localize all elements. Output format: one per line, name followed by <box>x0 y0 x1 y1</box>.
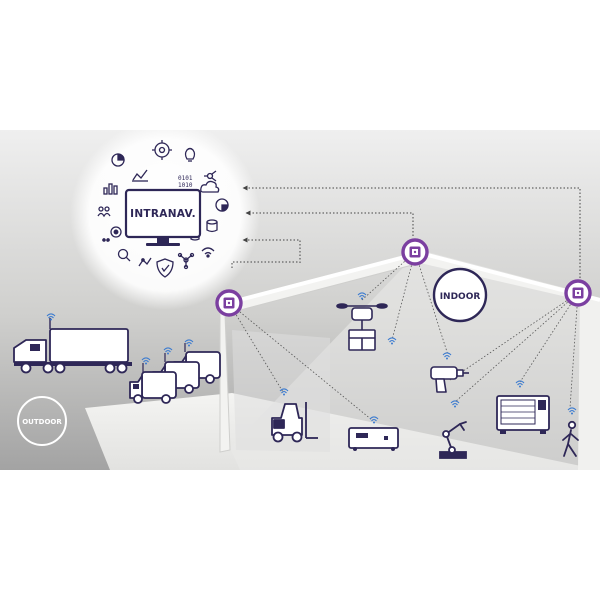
pie-chart-icon <box>111 153 125 167</box>
people-icon <box>97 206 111 218</box>
chart-icon <box>132 169 148 182</box>
outdoor-badge: OUTDOOR <box>17 396 67 446</box>
person-walking-icon <box>562 420 579 457</box>
settings-icon <box>110 226 122 238</box>
gear-icon <box>152 140 172 160</box>
lightbulb-icon <box>184 147 196 162</box>
network-icon <box>177 252 195 270</box>
outdoor-label: OUTDOOR <box>22 418 62 426</box>
search-icon <box>117 248 131 262</box>
indoor-badge: INDOOR <box>432 267 488 323</box>
machine-icon <box>496 395 550 434</box>
svg-text:1010: 1010 <box>178 182 193 189</box>
pie-chart-icon <box>215 198 229 212</box>
drone-package-icon <box>336 303 388 351</box>
wifi-icon <box>201 247 215 258</box>
node-icon <box>204 170 217 182</box>
arrow-center-anchor <box>245 210 414 236</box>
signal-lines <box>228 251 579 421</box>
anchor-icon <box>401 238 429 266</box>
warehouse-right-wall <box>578 292 600 470</box>
container-box-icon <box>348 427 399 451</box>
robot-arm-icon <box>439 421 467 459</box>
graph-icon <box>138 257 152 267</box>
dots-icon <box>102 238 110 242</box>
arrow-left-anchor <box>242 237 301 263</box>
forklift-icon <box>271 402 318 443</box>
database-icon <box>206 219 218 233</box>
truck-icon <box>13 318 132 374</box>
bar-chart-icon <box>103 183 118 195</box>
brand-logo: INTRANAV. <box>130 208 196 220</box>
power-drill-icon <box>430 366 469 393</box>
anchor-icon <box>564 279 592 307</box>
indoor-label: INDOOR <box>440 292 481 302</box>
svg-text:0101: 0101 <box>178 175 193 182</box>
cloud-icon <box>200 180 220 193</box>
data-flow-arrows <box>231 185 581 278</box>
anchor-icon <box>215 289 243 317</box>
monitor-icon <box>124 188 202 246</box>
shield-icon <box>156 258 174 278</box>
